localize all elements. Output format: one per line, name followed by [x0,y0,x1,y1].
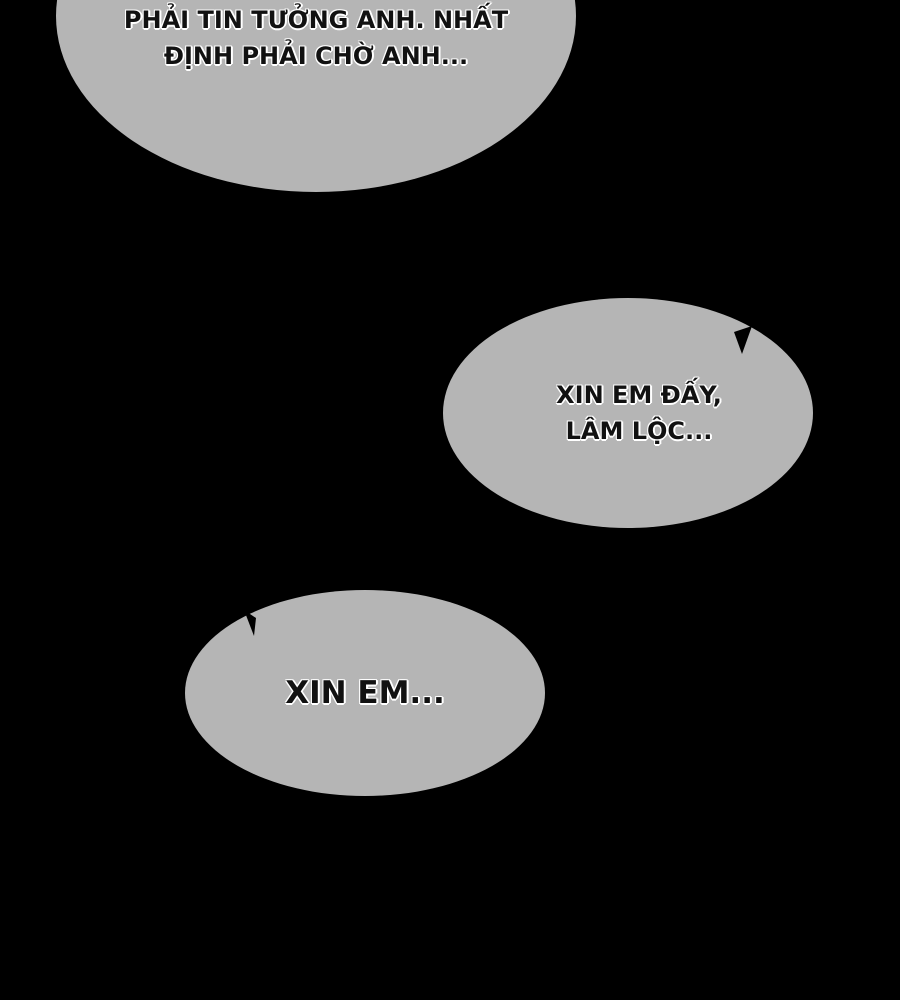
speech-bubble-middle: XIN EM ĐẤY, LÂM LỘC... [443,298,813,528]
bubble-text-line: LÂM LỘC... [565,417,713,445]
bubble-text-line: XIN EM... [285,675,445,711]
bubble-text-line: ĐỊNH PHẢI CHỜ ANH... [163,42,469,70]
bubble-text-line: XIN EM ĐẤY, [556,381,722,409]
speech-bubble-bottom: XIN EM... [185,590,545,796]
speech-bubble-top: PHẢI TIN TƯỞNG ANH. NHẤT ĐỊNH PHẢI CHỜ A… [56,0,576,192]
bubble-text-line: PHẢI TIN TƯỞNG ANH. NHẤT [123,6,509,34]
